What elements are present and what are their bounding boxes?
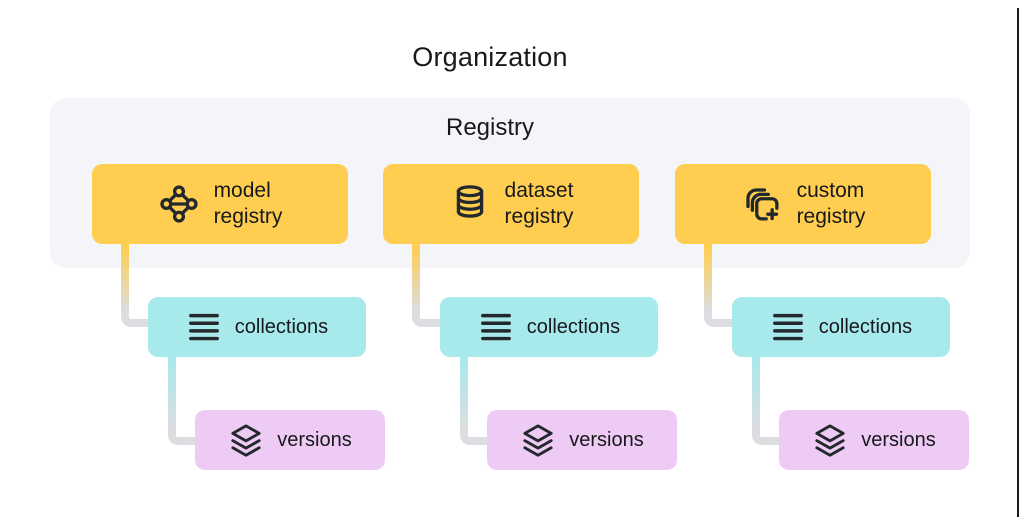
page-right-edge-line [1017, 8, 1019, 517]
registry-panel-label: Registry [445, 114, 535, 141]
node-versions-2: versions [487, 410, 677, 470]
collections-list-icon [770, 309, 806, 345]
node-label-line2: registry [213, 205, 283, 228]
node-collections-3: collections [732, 297, 950, 357]
node-label: versions [569, 428, 644, 451]
node-label-line2: registry [504, 205, 574, 228]
node-label: model registry [214, 178, 283, 230]
node-collections-2: collections [440, 297, 658, 357]
versions-layers-icon [520, 422, 556, 458]
node-dataset-registry: dataset registry [383, 164, 639, 244]
collections-list-icon [186, 309, 222, 345]
node-label: versions [861, 428, 936, 451]
node-label: versions [277, 428, 352, 451]
page-title: Organization [412, 42, 568, 72]
node-versions-3: versions [779, 410, 969, 470]
node-versions-1: versions [195, 410, 385, 470]
node-label-line1: model [213, 179, 271, 202]
node-label: collections [818, 315, 913, 338]
node-label-line2: registry [796, 205, 866, 228]
versions-layers-icon [228, 422, 264, 458]
node-label: collections [526, 315, 621, 338]
node-label-line1: dataset [504, 179, 574, 202]
dataset-registry-icon [449, 183, 491, 225]
model-registry-icon [158, 183, 200, 225]
node-label-line1: custom [796, 179, 865, 202]
node-collections-1: collections [148, 297, 366, 357]
node-label: collections [234, 315, 329, 338]
node-label: custom registry [797, 178, 866, 230]
versions-layers-icon [812, 422, 848, 458]
node-custom-registry: custom registry [675, 164, 931, 244]
custom-registry-icon [741, 183, 783, 225]
node-label: dataset registry [505, 178, 574, 230]
collections-list-icon [478, 309, 514, 345]
node-model-registry: model registry [92, 164, 348, 244]
